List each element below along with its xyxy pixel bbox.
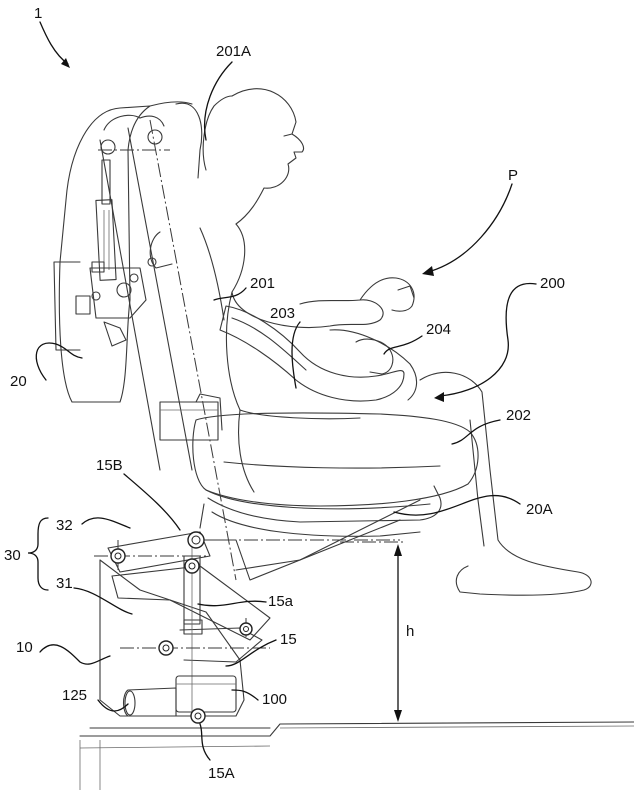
label-P: P xyxy=(508,167,518,184)
label-200: 200 xyxy=(540,275,565,292)
label-15a: 15a xyxy=(268,593,294,610)
floor xyxy=(79,721,634,790)
label-32: 32 xyxy=(56,517,73,534)
label-30: 30 xyxy=(4,547,21,564)
seat-back xyxy=(53,101,203,403)
seat-cushion xyxy=(192,412,479,510)
label-h: h xyxy=(406,623,414,640)
reference-labels: 1 201A P 200 201 203 204 20 202 15B 20A … xyxy=(4,5,565,782)
label-15B: 15B xyxy=(96,457,123,474)
label-201A: 201A xyxy=(216,43,251,60)
label-20: 20 xyxy=(10,373,27,390)
back-actuator xyxy=(95,159,117,281)
occupant xyxy=(199,88,592,596)
label-204: 204 xyxy=(426,321,451,338)
label-fig: 1 xyxy=(34,5,42,22)
armrest xyxy=(219,305,405,402)
label-203: 203 xyxy=(270,305,295,322)
label-201: 201 xyxy=(250,275,275,292)
height-dimension xyxy=(340,541,404,722)
label-31: 31 xyxy=(56,575,73,592)
label-100: 100 xyxy=(262,691,287,708)
latch-bracket xyxy=(75,261,147,347)
lift-mechanism xyxy=(94,499,421,724)
control-box xyxy=(159,393,223,441)
label-202: 202 xyxy=(506,407,531,424)
brace-30 xyxy=(27,517,49,591)
seat-pan xyxy=(199,485,442,537)
backrest-frame xyxy=(98,114,237,581)
label-10: 10 xyxy=(16,639,33,656)
label-20A: 20A xyxy=(526,501,553,518)
label-15: 15 xyxy=(280,631,297,648)
label-125: 125 xyxy=(62,687,87,704)
leader-lines xyxy=(35,21,537,761)
label-15A: 15A xyxy=(208,765,235,782)
